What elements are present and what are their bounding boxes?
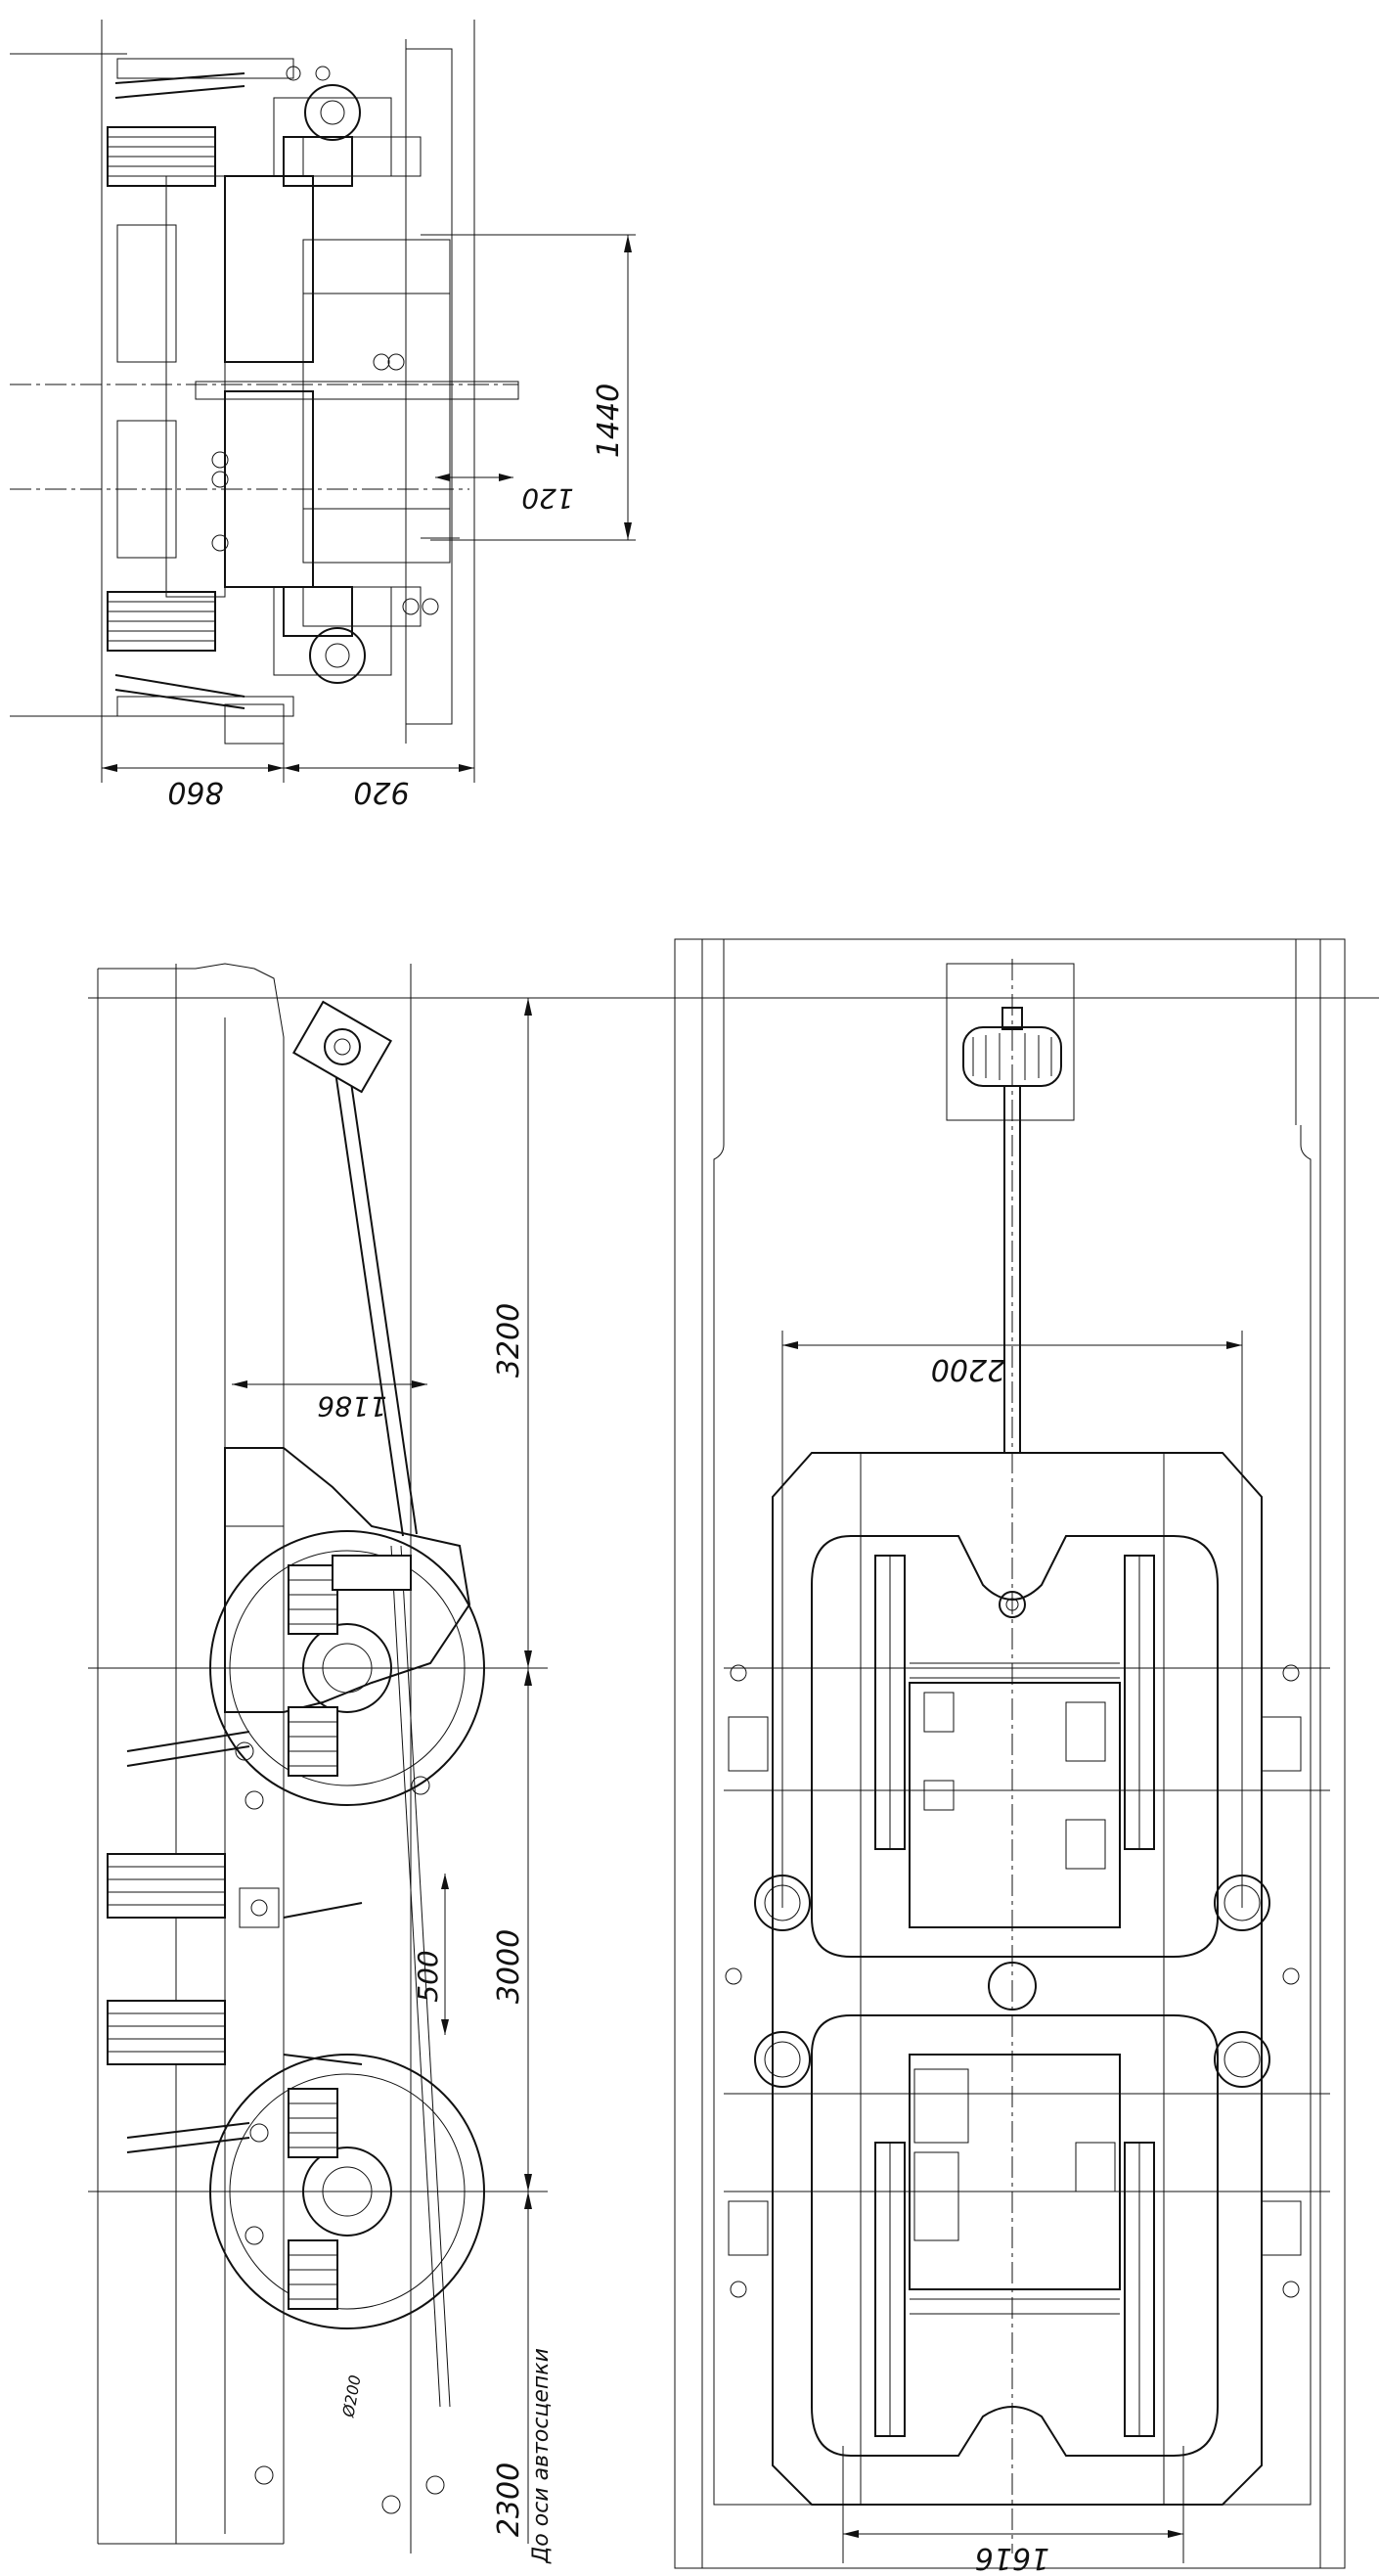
side-view: 3200 3000 2300 До оси автосцепки 1186 50… <box>88 963 1379 2564</box>
dim-2300: 2300 <box>492 2463 526 2537</box>
wheelset-upper <box>874 1555 1155 1928</box>
wheel-lower <box>209 2054 485 2329</box>
dim-3200: 3200 <box>492 1303 526 1378</box>
spring-bottom-left <box>107 591 216 652</box>
spring-top-left <box>107 126 216 187</box>
dim-2200: 2200 <box>931 1352 1005 1386</box>
wheelset-lower <box>874 2054 1155 2437</box>
springs-frame <box>107 1853 226 2065</box>
note-to-coupler-axis: До оси автосцепки <box>529 2348 554 2564</box>
dim-860: 860 <box>167 775 223 809</box>
dim-diameter-200: Ø200 <box>338 2373 364 2419</box>
plan-view: 2200 1616 <box>674 938 1346 2575</box>
dim-3000: 3000 <box>492 1929 526 2004</box>
rod-head-top <box>291 1000 393 1094</box>
springs-axlebox-upper <box>288 1564 338 1777</box>
dim-1186: 1186 <box>317 1390 386 1423</box>
dim-920: 920 <box>353 775 409 809</box>
top-view: 1440 120 860 920 <box>10 20 636 809</box>
dim-500: 500 <box>412 1950 444 2002</box>
dim-1616: 1616 <box>975 2541 1049 2575</box>
dim-120: 120 <box>521 482 573 515</box>
wheel-upper <box>209 1530 485 1806</box>
dim-1440: 1440 <box>592 384 626 458</box>
springs-axlebox-lower <box>288 2088 338 2310</box>
